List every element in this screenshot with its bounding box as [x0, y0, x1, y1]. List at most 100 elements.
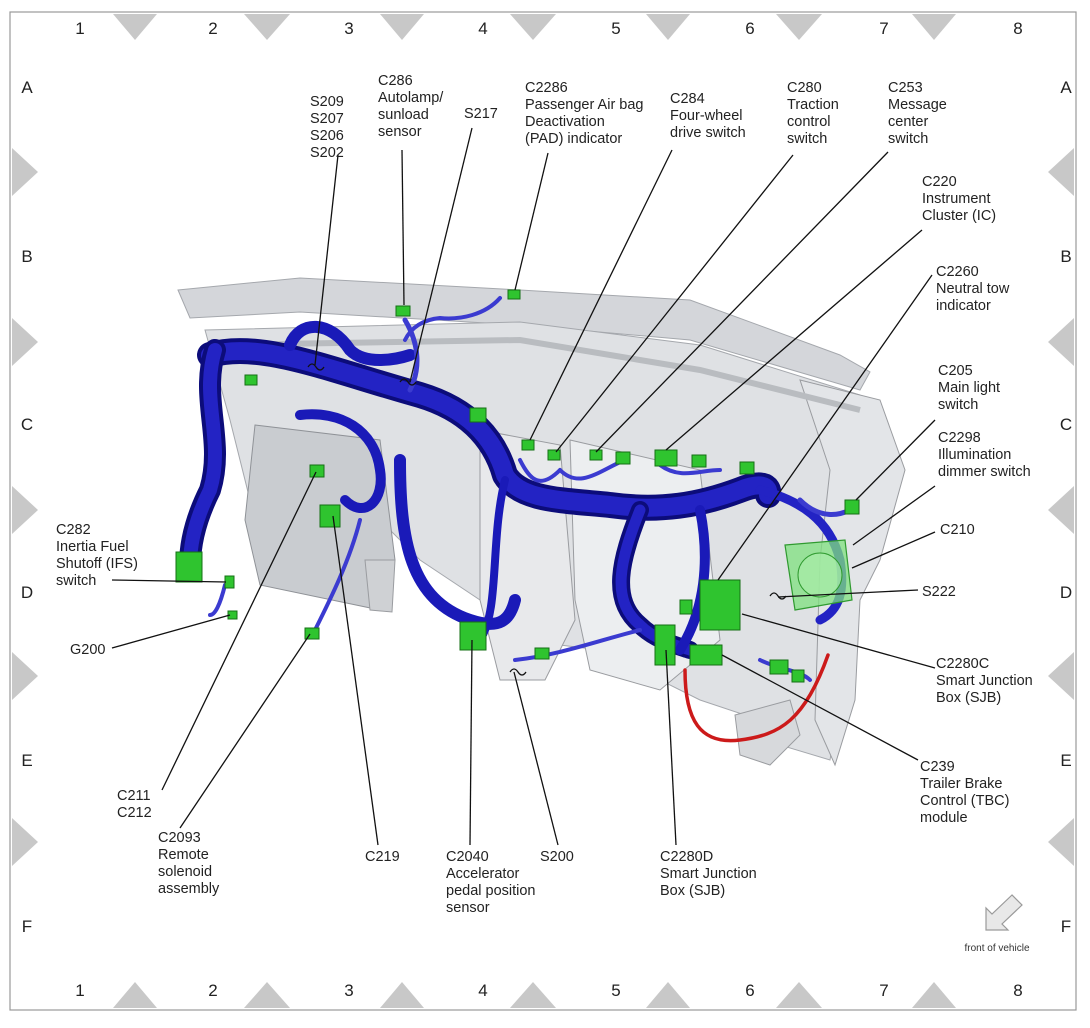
grid-row-label: B — [21, 247, 32, 266]
callout-line: switch — [56, 573, 96, 589]
callout-line: S206 — [310, 128, 344, 144]
grid-row-label: C — [21, 415, 33, 434]
callout-line: S202 — [310, 145, 344, 161]
grid-row-label: D — [21, 583, 33, 602]
callout-line: center — [888, 114, 928, 130]
callout-line: C212 — [117, 805, 152, 821]
junction-box-c2280d-icon — [654, 624, 676, 666]
callout-line: switch — [938, 397, 978, 413]
callout-line: indicator — [936, 298, 991, 314]
grid-row-label: B — [1060, 247, 1071, 266]
callout-line: Smart Junction — [660, 866, 757, 882]
grid-column-label: 4 — [478, 19, 487, 38]
grid-row-label: D — [1060, 583, 1072, 602]
connector-c219-icon — [319, 504, 341, 528]
callout-line: C2093 — [158, 830, 201, 846]
callout-line: C2280C — [936, 656, 989, 672]
splice-s217-icon — [399, 378, 417, 386]
grid-column-label: 2 — [208, 19, 217, 38]
callout-line: Autolamp/ — [378, 90, 444, 106]
callout-line: C220 — [922, 174, 957, 190]
callout-line: Neutral tow — [936, 281, 1010, 297]
connector-misc6-icon — [679, 599, 693, 615]
junction-box-c2280c-icon — [699, 579, 741, 631]
diagram-frame — [9, 11, 1077, 1011]
callout-line: switch — [888, 131, 928, 147]
callout-line: sunload — [378, 107, 429, 123]
connector-c2040-icon — [459, 621, 487, 651]
callout-line: sensor — [378, 124, 422, 140]
callout-line: Box (SJB) — [660, 883, 725, 899]
grid-column-label: 6 — [745, 981, 754, 1000]
connector-c284-icon — [521, 439, 535, 451]
grid-row-label: C — [1060, 415, 1072, 434]
callout-line: C2280D — [660, 849, 713, 865]
callout-s222: S222 — [922, 584, 956, 600]
connector-misc7-icon — [769, 659, 789, 675]
connector-misc5-icon — [534, 647, 550, 660]
callout-line: G200 — [70, 642, 105, 658]
connector-misc3-icon — [615, 451, 631, 465]
callout-line: Smart Junction — [936, 673, 1033, 689]
callout-line: C211 — [117, 788, 151, 804]
grid-column-label: 8 — [1013, 981, 1022, 1000]
callout-line: Trailer Brake — [920, 776, 1002, 792]
connector-misc2-icon — [469, 407, 487, 423]
grid-row-label: E — [1060, 751, 1071, 770]
callout-line: C239 — [920, 759, 955, 775]
connectors — [175, 289, 860, 683]
callout-line: pedal position — [446, 883, 536, 899]
callout-line: switch — [787, 131, 827, 147]
callout-line: C284 — [670, 91, 705, 107]
callout-line: C219 — [365, 849, 400, 865]
callout-line: C205 — [938, 363, 973, 379]
splice-markers — [307, 363, 787, 676]
front-arrow-icon — [985, 894, 1023, 931]
connector-c205-icon — [844, 499, 860, 515]
splice-s222-icon — [769, 592, 787, 600]
callout-c210: C210 — [940, 522, 975, 538]
callout-line: module — [920, 810, 968, 826]
callout-line: dimmer switch — [938, 464, 1031, 480]
callout-line: S200 — [540, 849, 574, 865]
callout-line: (PAD) indicator — [525, 131, 622, 147]
callout-line: sensor — [446, 900, 490, 916]
connector-c2093-icon — [304, 627, 320, 640]
grid-row-label: E — [21, 751, 32, 770]
callout-line: S222 — [922, 584, 956, 600]
grid-row-label: A — [21, 78, 33, 97]
grid-column-label: 8 — [1013, 19, 1022, 38]
callout-line: C286 — [378, 73, 413, 89]
grid-column-label: 5 — [611, 19, 620, 38]
callout-line: Instrument — [922, 191, 991, 207]
grid-row-label: F — [1061, 917, 1071, 936]
grid-column-label: 1 — [75, 19, 84, 38]
callout-line: C2286 — [525, 80, 568, 96]
connector-c280-icon — [547, 449, 561, 461]
callout-g200: G200 — [70, 642, 105, 658]
connector-c286-icon — [395, 305, 411, 317]
splice-s209-icon — [307, 363, 325, 371]
dimmer-switch-block — [784, 539, 853, 611]
connector-c220-icon — [654, 449, 678, 467]
callout-line: control — [787, 114, 831, 130]
connector-c211-icon — [309, 464, 325, 478]
connector-misc4-icon — [739, 461, 755, 475]
connector-c239-icon — [689, 644, 723, 666]
callout-line: Illumination — [938, 447, 1011, 463]
callout-line: C282 — [56, 522, 91, 538]
callout-line: C2040 — [446, 849, 489, 865]
grid-column-label: 4 — [478, 981, 487, 1000]
